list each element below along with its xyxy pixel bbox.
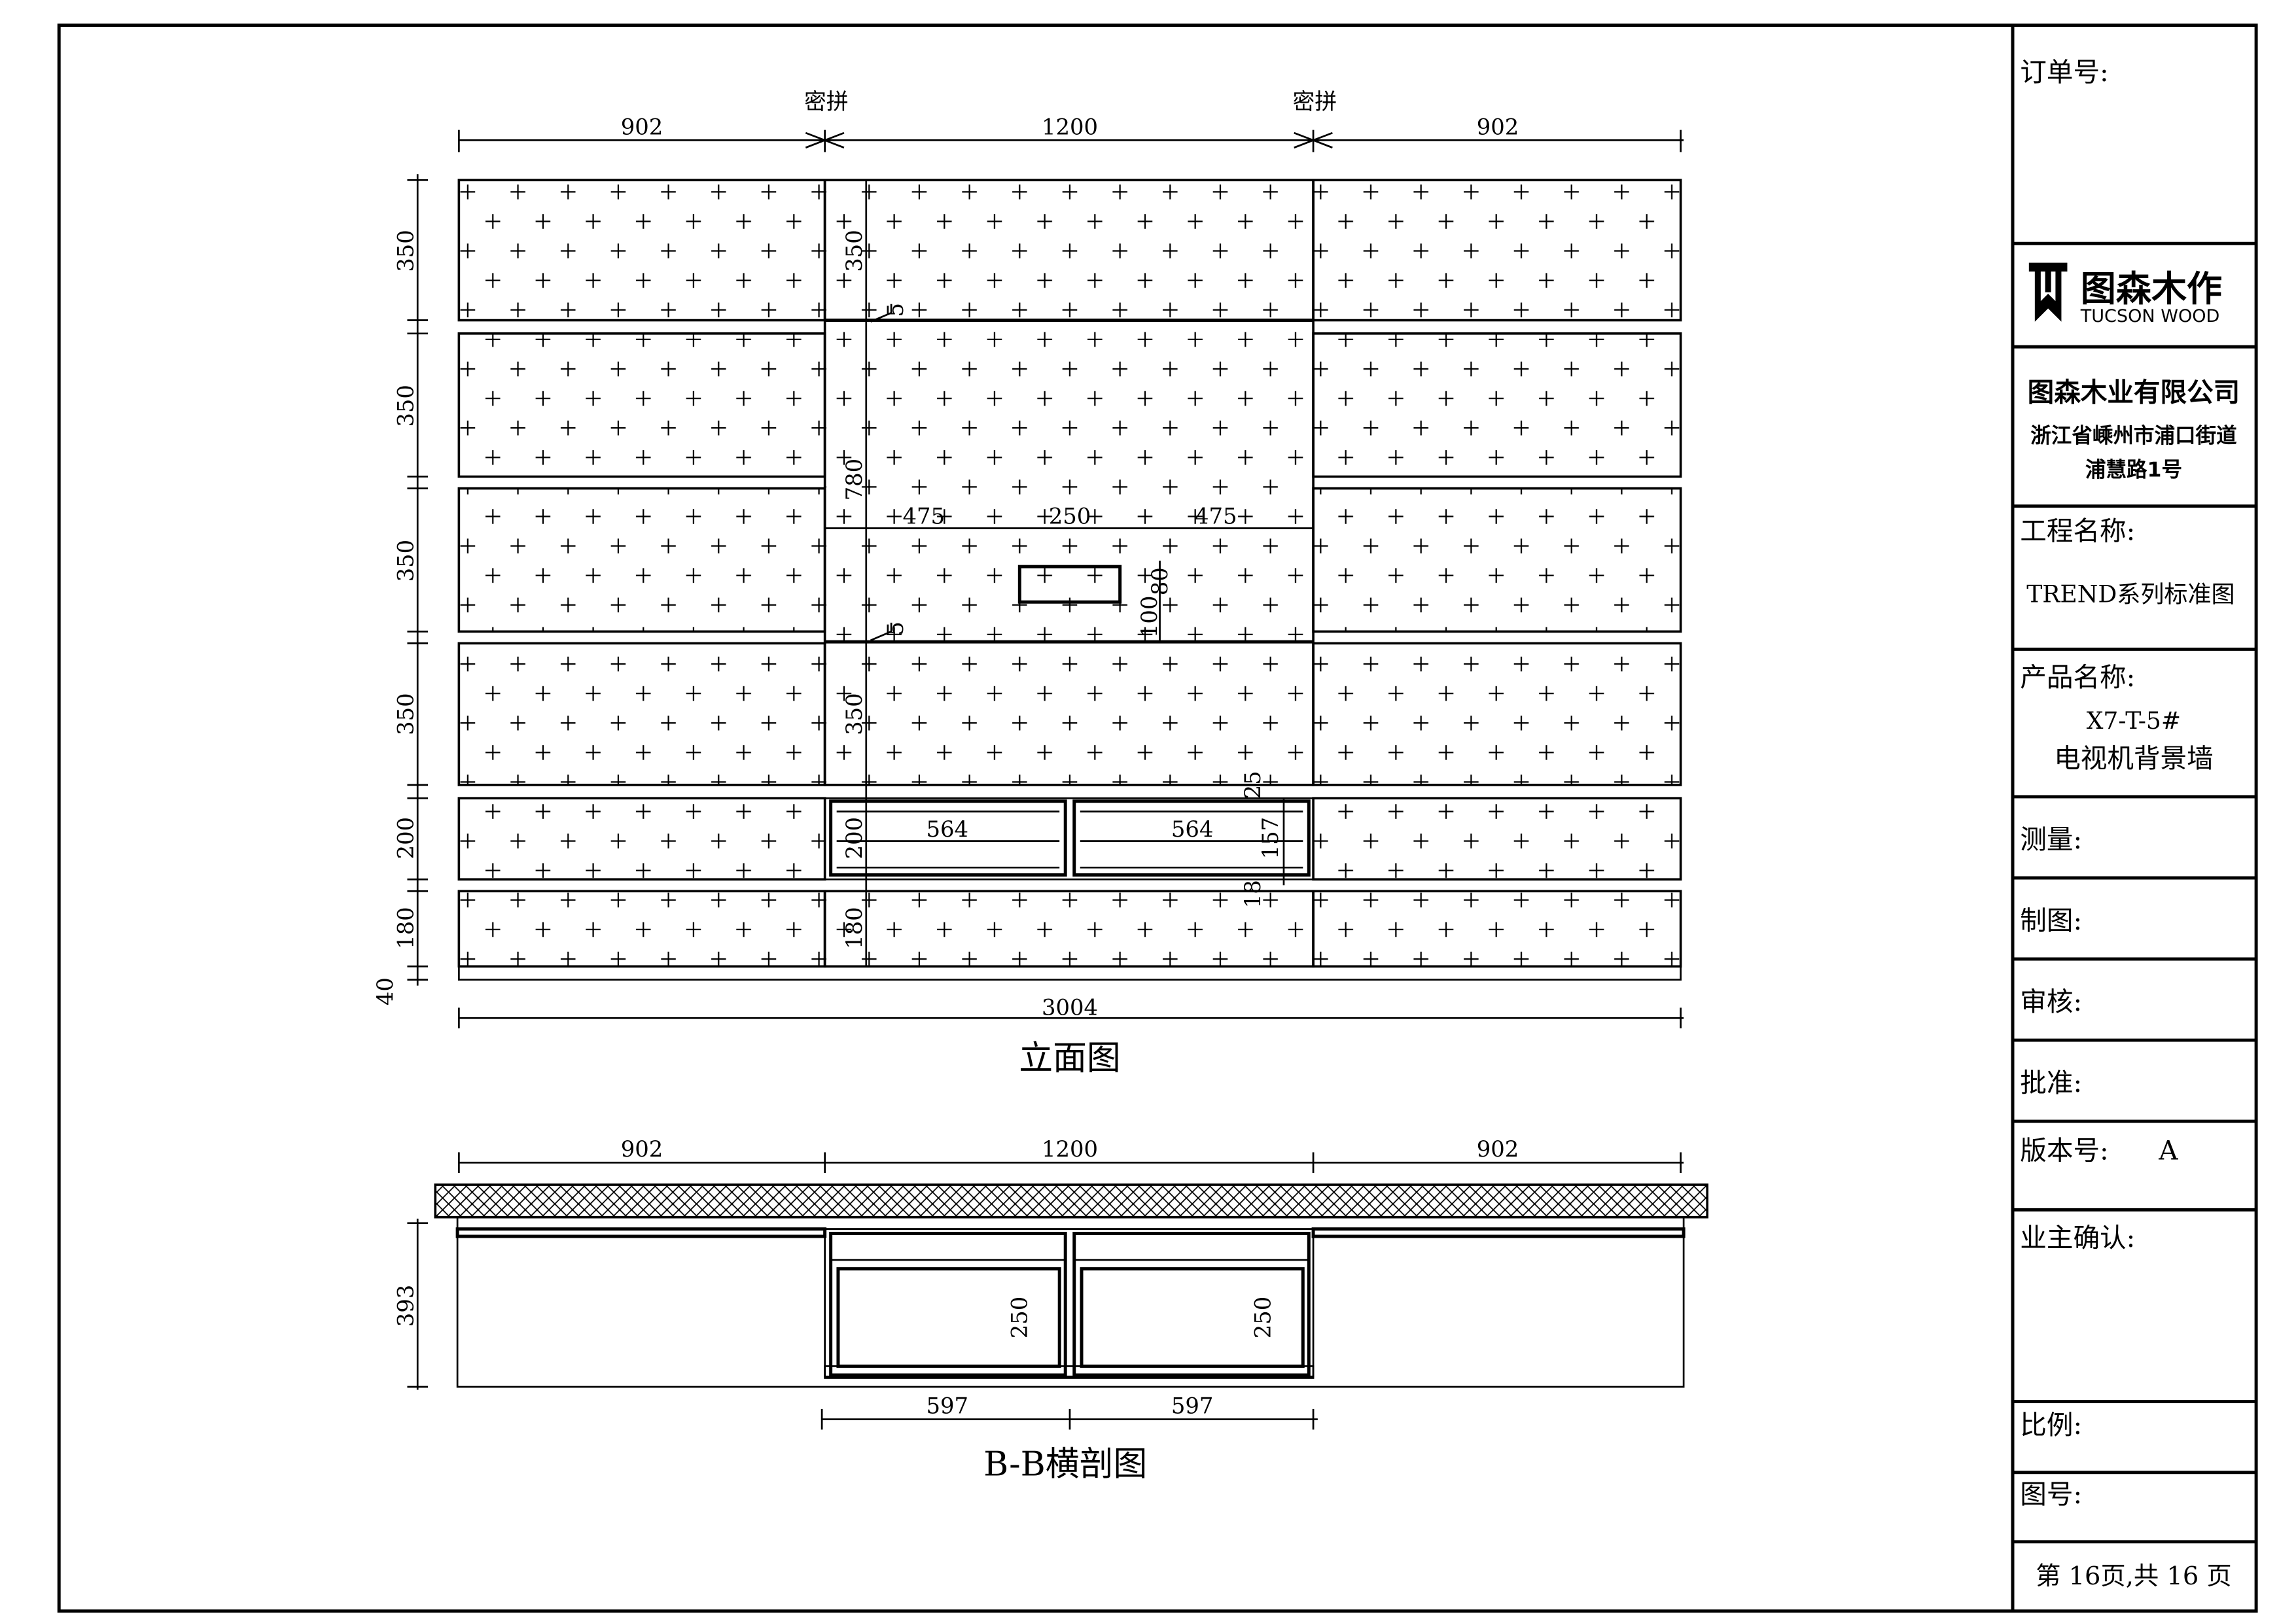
drawers [829, 798, 1311, 886]
dim-total-width: 3004 [1042, 995, 1098, 1021]
dim-row-4: 350 [393, 693, 418, 735]
dim-row-6: 180 [393, 907, 418, 949]
product-name: 电视机背景墙 [2054, 742, 2213, 774]
dim-475-right: 475 [1195, 504, 1237, 529]
owner-confirm-label: 业主确认: [2020, 1222, 2135, 1253]
dim-upper: 350 [841, 230, 867, 272]
dim-row-7: 40 [372, 977, 398, 1005]
scale-label: 比例: [2020, 1409, 2082, 1440]
product-label: 产品名称: [2020, 661, 2135, 693]
project-value: TREND系列标准图 [2026, 580, 2234, 608]
dim-25: 25 [1240, 771, 1265, 799]
dim-row-5: 200 [393, 817, 418, 860]
dim-lower: 350 [841, 693, 867, 735]
sheet-border [57, 24, 2258, 1613]
review-label: 审核: [2020, 986, 2082, 1017]
section-drawer-width-1: 597 [927, 1393, 969, 1419]
version-value: A [2158, 1135, 2178, 1166]
tv-cable-opening [1017, 565, 1122, 604]
dim-gap-bottom: 5 [883, 621, 908, 636]
measure-label: 测量: [2020, 824, 2082, 855]
dim-100: 100 [1137, 596, 1162, 638]
seam-label-left: 密拼 [804, 89, 849, 114]
dim-475-left: 475 [902, 504, 945, 529]
dim-right-width: 902 [1477, 114, 1519, 139]
section-dim-right: 902 [1477, 1136, 1519, 1162]
product-code: X7-T-5# [2087, 707, 2181, 735]
dim-center-width: 1200 [1042, 114, 1098, 139]
top-slab-hatch [434, 1183, 1709, 1219]
section-height: 393 [393, 1285, 418, 1327]
approve-label: 批准: [2020, 1067, 2082, 1098]
seam-label-right: 密拼 [1293, 89, 1337, 114]
dim-row-2: 350 [393, 385, 418, 427]
version-label: 版本号: [2020, 1135, 2108, 1166]
dim-middle: 780 [841, 459, 867, 501]
dim-250: 250 [1049, 504, 1091, 529]
company-address-2: 浦慧路1号 [2085, 459, 2182, 482]
dim-gap-top: 5 [883, 303, 908, 317]
logo-cn: 图森木作 [2081, 268, 2222, 309]
company-name: 图森木业有限公司 [2028, 377, 2240, 408]
project-label: 工程名称: [2020, 515, 2135, 547]
tucson-wood-logo: 图森木作 TUCSON WOOD [2028, 262, 2222, 326]
center-panel [823, 179, 1315, 968]
section-dim-center: 1200 [1042, 1136, 1098, 1162]
dim-row-1: 350 [393, 230, 418, 272]
logo-en: TUCSON WOOD [2080, 306, 2220, 326]
dim-18: 18 [1240, 880, 1265, 908]
dim-drawer-height: 200 [841, 817, 867, 860]
dim-157: 157 [1258, 817, 1283, 860]
drawn-label: 制图: [2020, 905, 2082, 936]
section-dim-left: 902 [621, 1136, 663, 1162]
dim-base-height: 180 [841, 907, 867, 949]
order-no-label: 订单号: [2020, 56, 2108, 88]
dim-80: 80 [1147, 567, 1173, 595]
elevation-view: 902 1200 902 密拼 密拼 350 350 350 350 200 1… [372, 89, 1684, 1078]
page-number: 第 16页,共 16 页 [2036, 1562, 2232, 1591]
title-block: 订单号: 图森木作 TUCSON WOOD 图森木业有限公司 浙江省嵊州市浦口街… [2011, 25, 2257, 1611]
section-view: 902 1200 902 393 250 250 597 597 B-B横剖图 [393, 1136, 1709, 1484]
dim-drawer-2: 564 [1171, 816, 1214, 842]
dim-drawer-1: 564 [927, 816, 969, 842]
dim-row-3: 350 [393, 540, 418, 582]
elevation-title: 立面图 [1019, 1039, 1121, 1078]
drawer-depth-1: 250 [1007, 1297, 1033, 1339]
company-address-1: 浙江省嵊州市浦口街道 [2030, 424, 2237, 448]
drawer-depth-2: 250 [1250, 1297, 1276, 1339]
drawing-no-label: 图号: [2020, 1478, 2082, 1510]
side-panels [457, 179, 1682, 981]
section-drawer-width-2: 597 [1171, 1393, 1214, 1419]
dim-left-width: 902 [621, 114, 663, 139]
section-title: B-B横剖图 [983, 1444, 1147, 1484]
